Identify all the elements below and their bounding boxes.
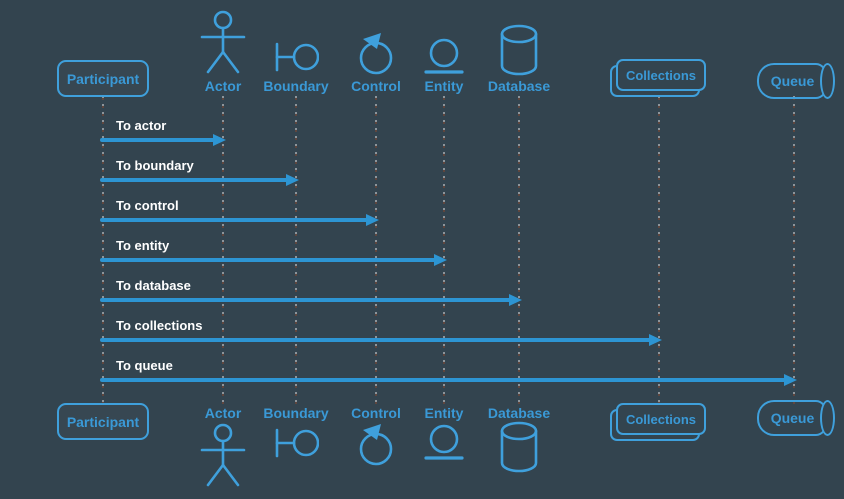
queue-end-ellipse — [820, 63, 835, 99]
lifeline-participant — [102, 96, 104, 404]
queue-body: Queue — [757, 400, 828, 436]
database-label: Database — [487, 78, 551, 94]
top-node-participant: Participant — [57, 60, 149, 97]
entity-icon — [422, 423, 466, 461]
message-arrowhead-collections — [649, 334, 662, 346]
message-arrow-actor — [100, 138, 215, 142]
message-arrowhead-boundary — [286, 174, 299, 186]
actor-label: Actor — [204, 405, 242, 421]
bot-node-queue: Queue — [757, 400, 835, 436]
queue-end-ellipse — [820, 400, 835, 436]
database-label: Database — [487, 405, 551, 421]
message-arrowhead-control — [366, 214, 379, 226]
message-arrowhead-database — [509, 294, 522, 306]
entity-icon — [422, 37, 466, 75]
message-label-boundary: To boundary — [116, 158, 194, 173]
control-label: Control — [351, 405, 401, 421]
message-arrowhead-actor — [213, 134, 226, 146]
control-icon — [357, 422, 395, 466]
collections-front-rect: Collections — [616, 59, 706, 91]
boundary-label: Boundary — [263, 405, 329, 421]
lifeline-control — [375, 96, 377, 404]
collections-front-rect: Collections — [616, 403, 706, 435]
message-arrow-control — [100, 218, 368, 222]
entity-label: Entity — [424, 78, 464, 94]
message-label-entity: To entity — [116, 238, 170, 253]
control-icon — [357, 31, 395, 75]
top-node-collections: Collections — [610, 59, 706, 97]
lifeline-boundary — [295, 96, 297, 404]
message-label-collections: To collections — [116, 318, 203, 333]
message-arrow-database — [100, 298, 511, 302]
lifeline-actor — [222, 96, 224, 404]
message-arrow-collections — [100, 338, 651, 342]
lifeline-entity — [443, 96, 445, 404]
control-label: Control — [351, 78, 401, 94]
lifeline-database — [518, 96, 520, 404]
message-label-control: To control — [116, 198, 179, 213]
message-arrow-boundary — [100, 178, 288, 182]
lifeline-queue — [793, 96, 795, 404]
message-arrow-queue — [100, 378, 786, 382]
database-icon — [498, 421, 540, 473]
queue-body: Queue — [757, 63, 828, 99]
actor-icon — [199, 10, 247, 76]
boundary-icon — [273, 427, 319, 459]
message-label-database: To database — [116, 278, 191, 293]
boundary-label: Boundary — [263, 78, 329, 94]
top-node-queue: Queue — [757, 63, 835, 99]
bot-node-collections: Collections — [610, 403, 706, 441]
actor-icon — [199, 423, 247, 489]
message-label-actor: To actor — [116, 118, 167, 133]
message-arrowhead-queue — [784, 374, 797, 386]
message-label-queue: To queue — [116, 358, 173, 373]
lifeline-collections — [658, 96, 660, 404]
entity-label: Entity — [424, 405, 464, 421]
message-arrow-entity — [100, 258, 436, 262]
database-icon — [498, 24, 540, 76]
actor-label: Actor — [204, 78, 242, 94]
boundary-icon — [273, 41, 319, 73]
bot-node-participant: Participant — [57, 403, 149, 440]
message-arrowhead-entity — [434, 254, 447, 266]
